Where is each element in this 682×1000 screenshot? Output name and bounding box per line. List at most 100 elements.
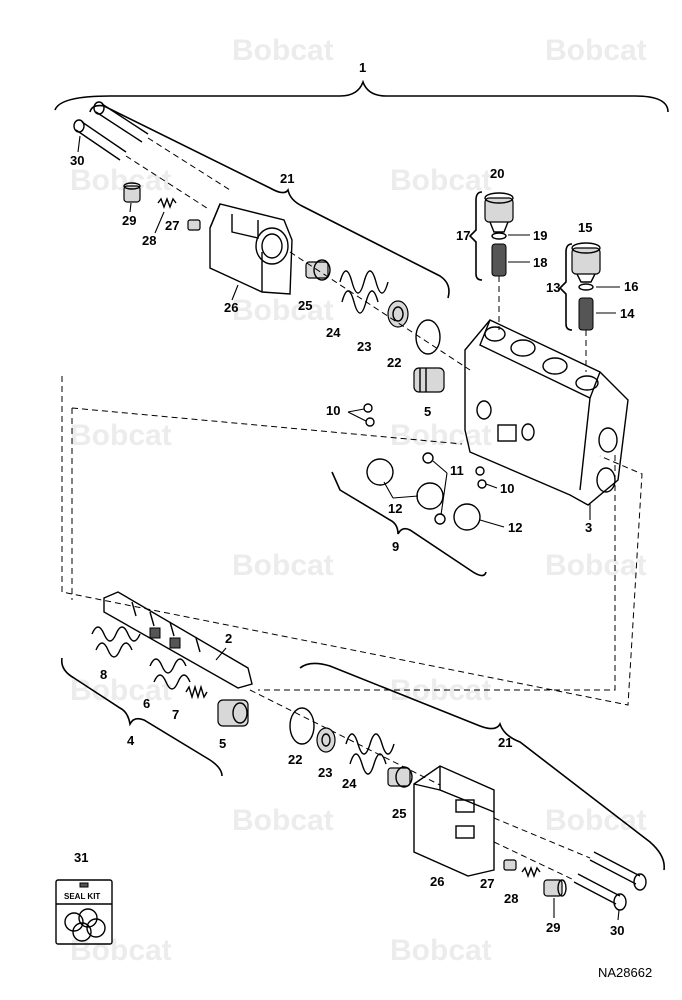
callout-22-bottom: 22 xyxy=(288,752,302,767)
callout-14: 14 xyxy=(620,306,635,321)
callout-15: 15 xyxy=(578,220,592,235)
callout-11: 11 xyxy=(450,463,464,478)
callout-24-bottom: 24 xyxy=(342,776,357,791)
washer-23-top xyxy=(387,300,409,328)
poppet-27-top xyxy=(187,219,201,231)
bracket-21-bottom xyxy=(299,662,666,871)
spring-8 xyxy=(91,626,141,658)
spool-2 xyxy=(103,591,253,689)
callout-9: 9 xyxy=(392,539,399,554)
callout-12-left: 12 xyxy=(388,501,402,516)
spring-28-top xyxy=(157,197,177,209)
callout-23-bottom: 23 xyxy=(318,765,332,780)
watermark-text: Bobcat xyxy=(545,804,647,837)
seal-kit-label: SEAL KIT xyxy=(64,892,100,901)
watermark-text: Bobcat xyxy=(390,164,492,197)
callout-27-bottom: 27 xyxy=(480,876,494,891)
o-ring-22-bottom xyxy=(289,707,315,745)
callout-28-bottom: 28 xyxy=(504,891,518,906)
watermark-text: Bobcat xyxy=(390,934,492,967)
bracket-17 xyxy=(468,191,483,281)
spring-24-bottom xyxy=(345,733,395,775)
seal-kit-icon xyxy=(55,879,113,945)
callout-22-top: 22 xyxy=(387,355,401,370)
callout-17: 17 xyxy=(456,228,470,243)
callout-30-bottom: 30 xyxy=(610,923,624,938)
callout-5-top: 5 xyxy=(424,404,431,419)
valve-body-3 xyxy=(464,319,629,506)
axis-upper xyxy=(289,251,471,371)
spring-24-top xyxy=(339,270,389,314)
callout-5-bottom: 5 xyxy=(219,736,226,751)
o-ring-22-top xyxy=(415,319,441,355)
leader-10-left xyxy=(347,408,367,422)
leader-26-top xyxy=(231,284,239,301)
end-cap-26-bottom xyxy=(413,765,495,877)
watermark-text: Bobcat xyxy=(232,294,334,327)
plug-29-top xyxy=(123,182,141,203)
callout-30-top: 30 xyxy=(70,153,84,168)
callout-29-top: 29 xyxy=(122,213,136,228)
spring-6 xyxy=(149,658,191,690)
spring-7 xyxy=(185,684,208,700)
callout-16: 16 xyxy=(624,279,638,294)
callout-20: 20 xyxy=(490,166,504,181)
bracket-9 xyxy=(331,471,487,577)
bracket-21-top xyxy=(89,104,450,299)
watermark-text: Bobcat xyxy=(232,549,334,582)
leader-29-top xyxy=(129,202,132,213)
watermark-text: Bobcat xyxy=(70,934,172,967)
callout-18: 18 xyxy=(533,255,547,270)
callout-19: 19 xyxy=(533,228,547,243)
callout-24-top: 24 xyxy=(326,325,341,340)
relief-valve-17 xyxy=(484,192,514,330)
callout-21-bottom: 21 xyxy=(498,735,512,750)
watermark-text: Bobcat xyxy=(70,164,172,197)
callout-10-right: 10 xyxy=(500,481,514,496)
callout-6: 6 xyxy=(143,696,150,711)
leader-2 xyxy=(215,647,227,661)
leader-12-left xyxy=(383,481,419,499)
spool-envelope-outer xyxy=(61,376,643,706)
bracket-1 xyxy=(54,79,669,113)
poppet-5-top xyxy=(413,367,445,393)
spool-envelope-inner xyxy=(71,407,616,691)
callout-26-bottom: 26 xyxy=(430,874,444,889)
bracket-13 xyxy=(558,243,573,331)
axis-lower xyxy=(249,689,441,786)
callout-8: 8 xyxy=(100,667,107,682)
watermark-text: Bobcat xyxy=(70,674,172,707)
callout-7: 7 xyxy=(172,707,179,722)
callout-25-top: 25 xyxy=(298,298,312,313)
callout-23-top: 23 xyxy=(357,339,371,354)
callout-1: 1 xyxy=(359,60,366,75)
callout-10-left: 10 xyxy=(326,403,340,418)
watermark-text: Bobcat xyxy=(232,34,334,67)
callout-26-top: 26 xyxy=(224,300,238,315)
leader-12-right xyxy=(479,519,505,528)
bracket-4 xyxy=(60,657,223,777)
washer-23-bottom xyxy=(316,727,336,753)
end-cap-26-top xyxy=(209,203,293,295)
bolt-30-top xyxy=(73,101,231,211)
callout-27-top: 27 xyxy=(165,218,179,233)
callout-2: 2 xyxy=(225,631,232,646)
poppet-5-bottom xyxy=(217,699,249,727)
leader-30-bottom xyxy=(617,909,620,921)
relief-valve-13 xyxy=(571,242,601,372)
callout-12-right: 12 xyxy=(508,520,522,535)
callout-3: 3 xyxy=(585,520,592,535)
poppet-27-bottom xyxy=(503,859,517,871)
watermark-text: Bobcat xyxy=(545,34,647,67)
figure-id: NA28662 xyxy=(598,965,652,980)
leader-28-top xyxy=(154,211,165,234)
callout-28-top: 28 xyxy=(142,233,156,248)
plug-29-bottom xyxy=(543,879,567,897)
callout-21-top: 21 xyxy=(280,171,294,186)
leader-10-right xyxy=(485,483,498,489)
watermark-text: Bobcat xyxy=(545,549,647,582)
leader-11 xyxy=(432,460,448,516)
callout-4: 4 xyxy=(127,733,135,748)
watermark-text: Bobcat xyxy=(70,419,172,452)
